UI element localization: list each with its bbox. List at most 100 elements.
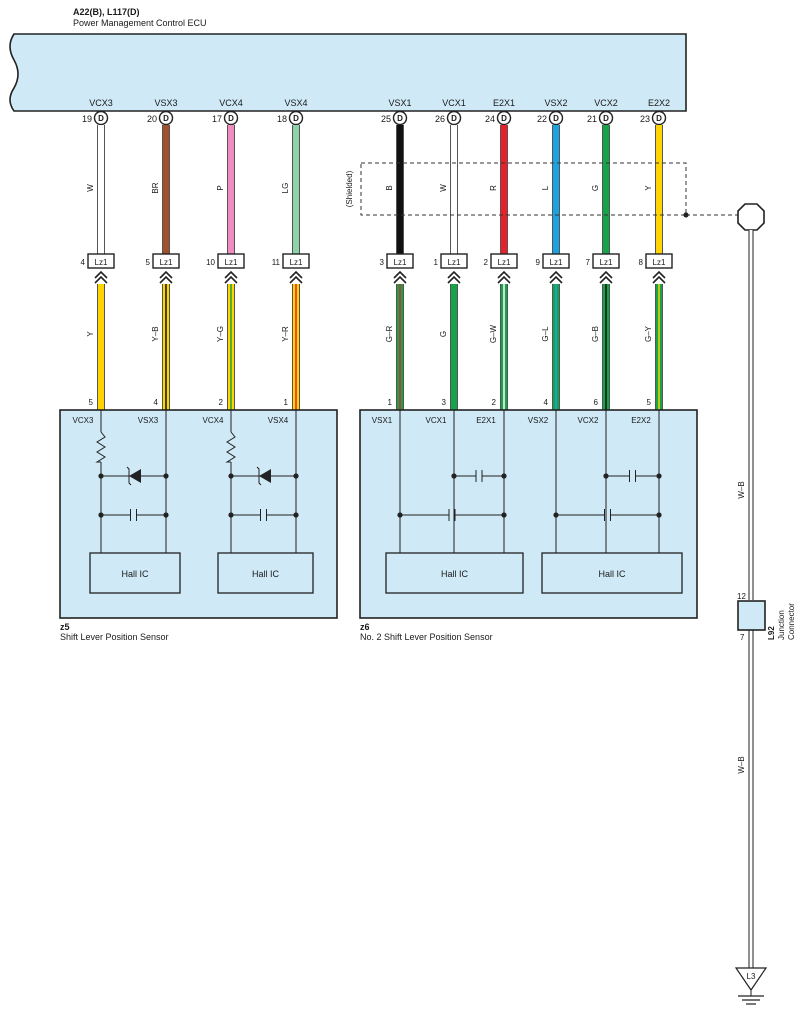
lower-wire-label: G–R xyxy=(385,326,394,343)
lz-connector-box xyxy=(645,253,673,269)
lz-connector-num: 7 xyxy=(586,258,591,267)
lz-connector-box xyxy=(386,253,414,269)
lower-wire-label: Y xyxy=(86,331,95,337)
upper-wire-label: G xyxy=(591,185,600,191)
ecu-box xyxy=(9,33,687,112)
upper-wire-label: P xyxy=(216,185,225,190)
lz-connector-num: 8 xyxy=(639,258,644,267)
lz-chevron-icon xyxy=(224,270,238,284)
lower-wire-label: G–L xyxy=(541,326,550,342)
lz-connector-name: Lz1 xyxy=(95,258,108,267)
sensor-z5-name: Shift Lever Position Sensor xyxy=(60,632,169,642)
lz-chevron-icon xyxy=(447,270,461,284)
sensor-terminal-label: E2X2 xyxy=(631,416,651,425)
lower-wire-label: Y–R xyxy=(281,326,290,342)
lz-connector-num: 11 xyxy=(272,258,281,267)
ecu-pin-circle xyxy=(446,110,462,126)
ecu-pin-num: 25 xyxy=(381,114,391,124)
ecu-pin-conn: D xyxy=(603,114,609,123)
shielded-label: (Shielded) xyxy=(345,170,354,207)
ecu-pin-circle xyxy=(158,110,174,126)
upper-wire-label: R xyxy=(489,185,498,191)
lz-connector-box xyxy=(592,253,620,269)
lz-connector-num: 2 xyxy=(484,258,489,267)
sensor-pin-num: 5 xyxy=(647,398,652,407)
sensor-terminal-label: VSX4 xyxy=(268,416,289,425)
sensor-pin-num: 1 xyxy=(284,398,289,407)
ecu-pin-num: 24 xyxy=(485,114,495,124)
sensor-terminal-label: VCX1 xyxy=(426,416,447,425)
ground-code: L3 xyxy=(747,972,756,981)
sensor-pin-num: 1 xyxy=(388,398,393,407)
lower-wire-label: G–Y xyxy=(644,325,653,342)
ecu-pin-conn: D xyxy=(656,114,662,123)
ecu-pin-conn: D xyxy=(397,114,403,123)
ecu-pin-circle xyxy=(496,110,512,126)
lz-chevron-icon xyxy=(652,270,666,284)
zener-bar xyxy=(126,466,132,486)
ecu-pin-circle xyxy=(651,110,667,126)
upper-wire-label: W xyxy=(439,184,448,192)
ecu-code: A22(B), L117(D) xyxy=(73,7,140,17)
sensor-terminal-label: VCX2 xyxy=(578,416,599,425)
lz-chevron-icon xyxy=(549,270,563,284)
ecu-pin-conn: D xyxy=(228,114,234,123)
hall-ic-box xyxy=(217,552,314,594)
ecu-pin-name: VCX4 xyxy=(219,98,243,108)
lz-connector-name: Lz1 xyxy=(448,258,461,267)
lz-connector-box xyxy=(542,253,570,269)
ecu-pin-num: 21 xyxy=(587,114,597,124)
hall-ic-box xyxy=(385,552,524,594)
lz-connector-name: Lz1 xyxy=(600,258,613,267)
ecu-pin-name: VSX4 xyxy=(284,98,307,108)
zener-bar xyxy=(256,466,262,486)
sensor-pin-num: 5 xyxy=(89,398,94,407)
ecu-pin-name: VCX1 xyxy=(442,98,466,108)
hall-ic-label: Hall IC xyxy=(121,569,149,579)
lz-connector-box xyxy=(440,253,468,269)
junction-name1: Junction xyxy=(777,610,786,640)
ecu-pin-conn: D xyxy=(451,114,457,123)
junction-pin-bottom: 7 xyxy=(740,633,745,642)
lz-connector-box xyxy=(152,253,180,269)
lz-chevron-icon xyxy=(393,270,407,284)
ecu-pin-num: 18 xyxy=(277,114,287,124)
ecu-pin-name: VSX3 xyxy=(154,98,177,108)
hall-ic-box xyxy=(89,552,181,594)
ground-node-octagon xyxy=(737,203,765,231)
ground-triangle xyxy=(734,967,768,992)
sensor-terminal-label: VSX2 xyxy=(528,416,549,425)
lz-chevron-icon xyxy=(599,270,613,284)
lz-connector-name: Lz1 xyxy=(290,258,303,267)
lower-wire-label: G–B xyxy=(591,326,600,342)
lz-connector-num: 4 xyxy=(81,258,86,267)
upper-wire-label: B xyxy=(385,185,394,190)
upper-wire-label: W xyxy=(86,184,95,192)
sensor-terminal-label: VCX3 xyxy=(73,416,94,425)
upper-wire-label: L xyxy=(541,185,550,190)
sensor-z5-code: z5 xyxy=(60,622,70,632)
ecu-pin-num: 22 xyxy=(537,114,547,124)
lz-chevron-icon xyxy=(94,270,108,284)
lz-connector-name: Lz1 xyxy=(498,258,511,267)
ecu-pin-name: E2X1 xyxy=(493,98,515,108)
zener-diode-icon xyxy=(259,469,271,483)
sensor-terminal-label: VSX3 xyxy=(138,416,159,425)
resistor xyxy=(225,431,236,463)
sensor-pin-num: 3 xyxy=(442,398,447,407)
sensor-terminal-label: E2X1 xyxy=(476,416,496,425)
hall-ic-label: Hall IC xyxy=(441,569,469,579)
ecu-pin-conn: D xyxy=(163,114,169,123)
sensor-pin-num: 2 xyxy=(492,398,497,407)
sensor-pin-num: 4 xyxy=(544,398,549,407)
lz-chevron-icon xyxy=(289,270,303,284)
ecu-pin-name: VSX1 xyxy=(388,98,411,108)
ecu-pin-circle xyxy=(288,110,304,126)
lz-connector-box xyxy=(282,253,310,269)
ecu-pin-name: VCX2 xyxy=(594,98,618,108)
junction-pin-top: 12 xyxy=(737,592,746,601)
lz-chevron-icon xyxy=(497,270,511,284)
